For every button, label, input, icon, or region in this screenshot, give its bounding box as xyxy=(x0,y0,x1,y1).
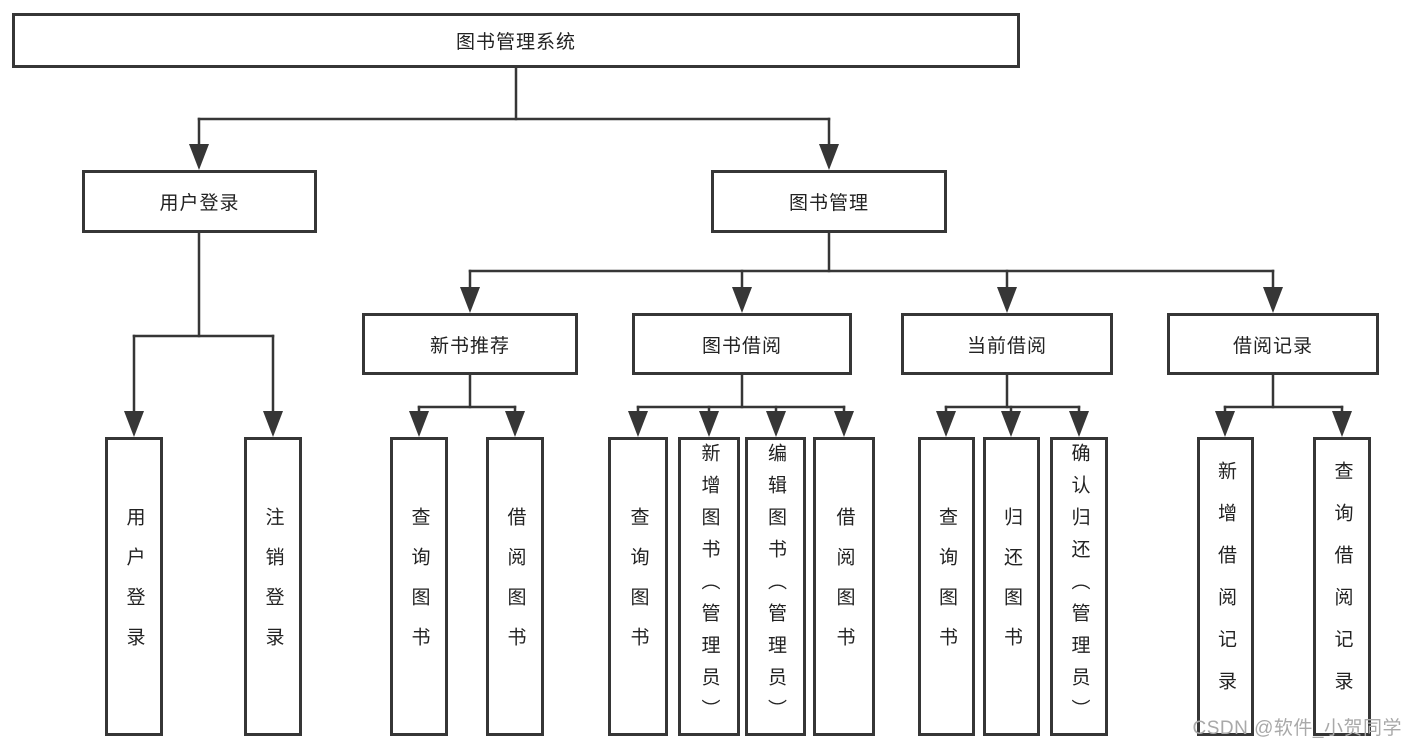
leaf-borrow-borrow: 借阅图书 xyxy=(813,437,875,736)
leaf-records-add-label: 新增借阅记录 xyxy=(1215,460,1236,713)
node-book-borrow-label: 图书借阅 xyxy=(701,335,782,357)
leaf-borrow-add: 新增图书（管理员） xyxy=(678,437,740,736)
leaf-current-query-label: 查询图书 xyxy=(936,506,957,667)
watermark: CSDN @软件_小贺同学 xyxy=(1192,718,1402,739)
leaf-records-query: 查询借阅记录 xyxy=(1313,437,1371,736)
leaf-user-login: 用户登录 xyxy=(105,437,163,736)
leaf-records-query-label: 查询借阅记录 xyxy=(1331,460,1353,713)
node-user-login: 用户登录 xyxy=(82,170,317,233)
leaf-current-return: 归还图书 xyxy=(983,437,1040,736)
node-root-label: 图书管理系统 xyxy=(455,32,576,53)
node-current-borrow: 当前借阅 xyxy=(901,313,1113,375)
leaf-records-add: 新增借阅记录 xyxy=(1197,437,1254,736)
node-user-login-label: 用户登录 xyxy=(159,193,240,214)
leaf-user-login-label: 用户登录 xyxy=(123,506,145,667)
node-new-book-recommend: 新书推荐 xyxy=(362,313,578,375)
leaf-recommend-borrow: 借阅图书 xyxy=(486,437,544,736)
leaf-current-confirm: 确认归还（管理员） xyxy=(1050,437,1108,736)
leaf-recommend-borrow-label: 借阅图书 xyxy=(504,506,526,667)
node-current-borrow-label: 当前借阅 xyxy=(966,335,1047,357)
leaf-current-query: 查询图书 xyxy=(918,437,975,736)
leaf-logout: 注销登录 xyxy=(244,437,302,736)
node-book-management-label: 图书管理 xyxy=(788,193,869,214)
leaf-current-confirm-label: 确认归还（管理员） xyxy=(1068,442,1090,731)
leaf-borrow-borrow-label: 借阅图书 xyxy=(833,506,855,667)
node-book-borrow: 图书借阅 xyxy=(632,313,852,375)
node-root: 图书管理系统 xyxy=(12,13,1020,68)
leaf-borrow-edit: 编辑图书（管理员） xyxy=(745,437,806,736)
node-new-book-recommend-label: 新书推荐 xyxy=(429,335,510,357)
leaf-borrow-edit-label: 编辑图书（管理员） xyxy=(765,442,786,731)
node-borrow-records: 借阅记录 xyxy=(1167,313,1379,375)
leaf-current-return-label: 归还图书 xyxy=(1001,506,1022,667)
leaf-recommend-query: 查询图书 xyxy=(390,437,448,736)
leaf-logout-label: 注销登录 xyxy=(262,506,284,667)
leaf-borrow-query-label: 查询图书 xyxy=(627,506,649,667)
leaf-borrow-query: 查询图书 xyxy=(608,437,668,736)
node-book-management: 图书管理 xyxy=(711,170,947,233)
leaf-recommend-query-label: 查询图书 xyxy=(408,506,430,667)
node-borrow-records-label: 借阅记录 xyxy=(1232,335,1313,357)
leaf-borrow-add-label: 新增图书（管理员） xyxy=(698,442,720,731)
